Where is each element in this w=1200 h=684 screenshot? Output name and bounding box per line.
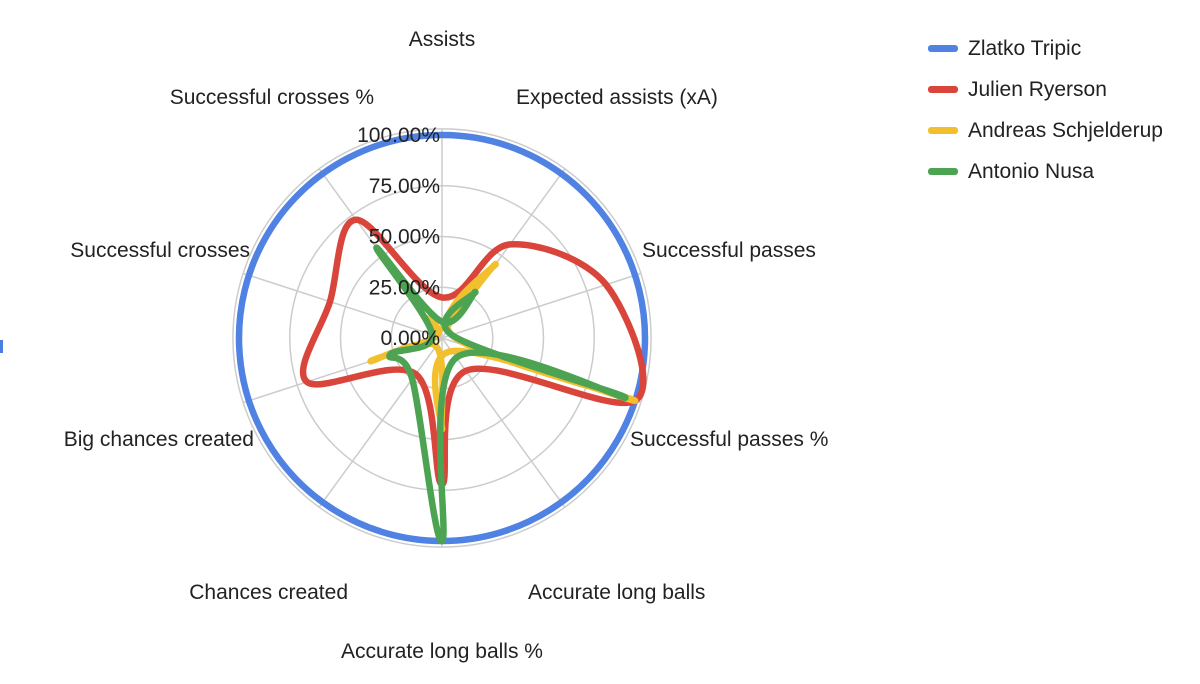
legend-swatch [928, 127, 958, 134]
category-label: Successful crosses % [170, 86, 374, 109]
legend-item[interactable]: Julien Ryerson [928, 69, 1163, 110]
legend-label: Julien Ryerson [968, 77, 1107, 101]
tick-label: 100.00% [357, 124, 440, 147]
legend-swatch [928, 168, 958, 175]
category-label: Chances created [189, 581, 348, 604]
legend-label: Antonio Nusa [968, 159, 1095, 183]
edge-mark [0, 340, 3, 353]
category-label: Accurate long balls [528, 581, 705, 604]
category-label: Accurate long balls % [341, 640, 543, 663]
category-label: Big chances created [64, 428, 254, 451]
tick-label: 0.00% [380, 327, 440, 350]
grid-spoke [242, 272, 443, 339]
series-line-zlatko-tripic[interactable] [235, 131, 649, 545]
legend-label: Andreas Schjelderup [968, 118, 1163, 142]
legend-swatch [928, 86, 958, 93]
grid-spoke [441, 337, 566, 508]
category-label: Successful passes [642, 239, 816, 262]
tick-label: 50.00% [369, 226, 440, 249]
tick-label: 25.00% [369, 276, 440, 299]
legend-label: Zlatko Tripic [968, 36, 1082, 60]
category-label: Assists [409, 28, 476, 51]
tick-label: 75.00% [369, 175, 440, 198]
legend: Zlatko Tripic Julien Ryerson Andreas Sch… [928, 28, 1163, 192]
legend-item[interactable]: Antonio Nusa [928, 151, 1163, 192]
category-label: Expected assists (xA) [516, 86, 718, 109]
series-line-antonio-nusa[interactable] [373, 244, 629, 545]
grid-spoke [318, 337, 443, 508]
legend-item[interactable]: Zlatko Tripic [928, 28, 1163, 69]
legend-swatch [928, 45, 958, 52]
radar-series [235, 131, 649, 545]
legend-item[interactable]: Andreas Schjelderup [928, 110, 1163, 151]
category-label: Successful passes % [630, 428, 828, 451]
radial-tick-labels: 0.00% 25.00% 50.00% 75.00% 100.00% [357, 124, 440, 350]
category-label: Successful crosses [70, 239, 250, 262]
